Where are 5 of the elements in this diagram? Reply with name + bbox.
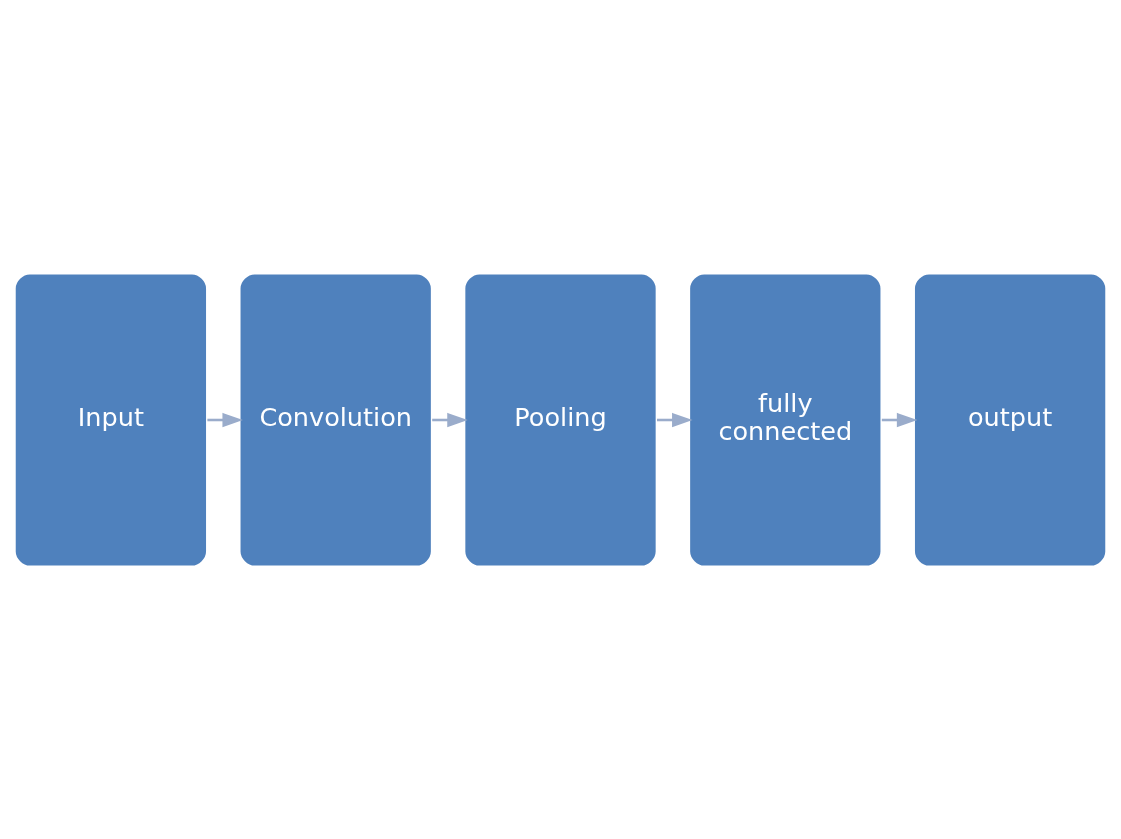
- node-box: Input: [13, 271, 209, 568]
- node-box: Convolution: [238, 271, 434, 568]
- node-box: Pooling: [462, 271, 659, 568]
- node-box: output: [912, 271, 1108, 568]
- node-box: fully connected: [687, 271, 883, 568]
